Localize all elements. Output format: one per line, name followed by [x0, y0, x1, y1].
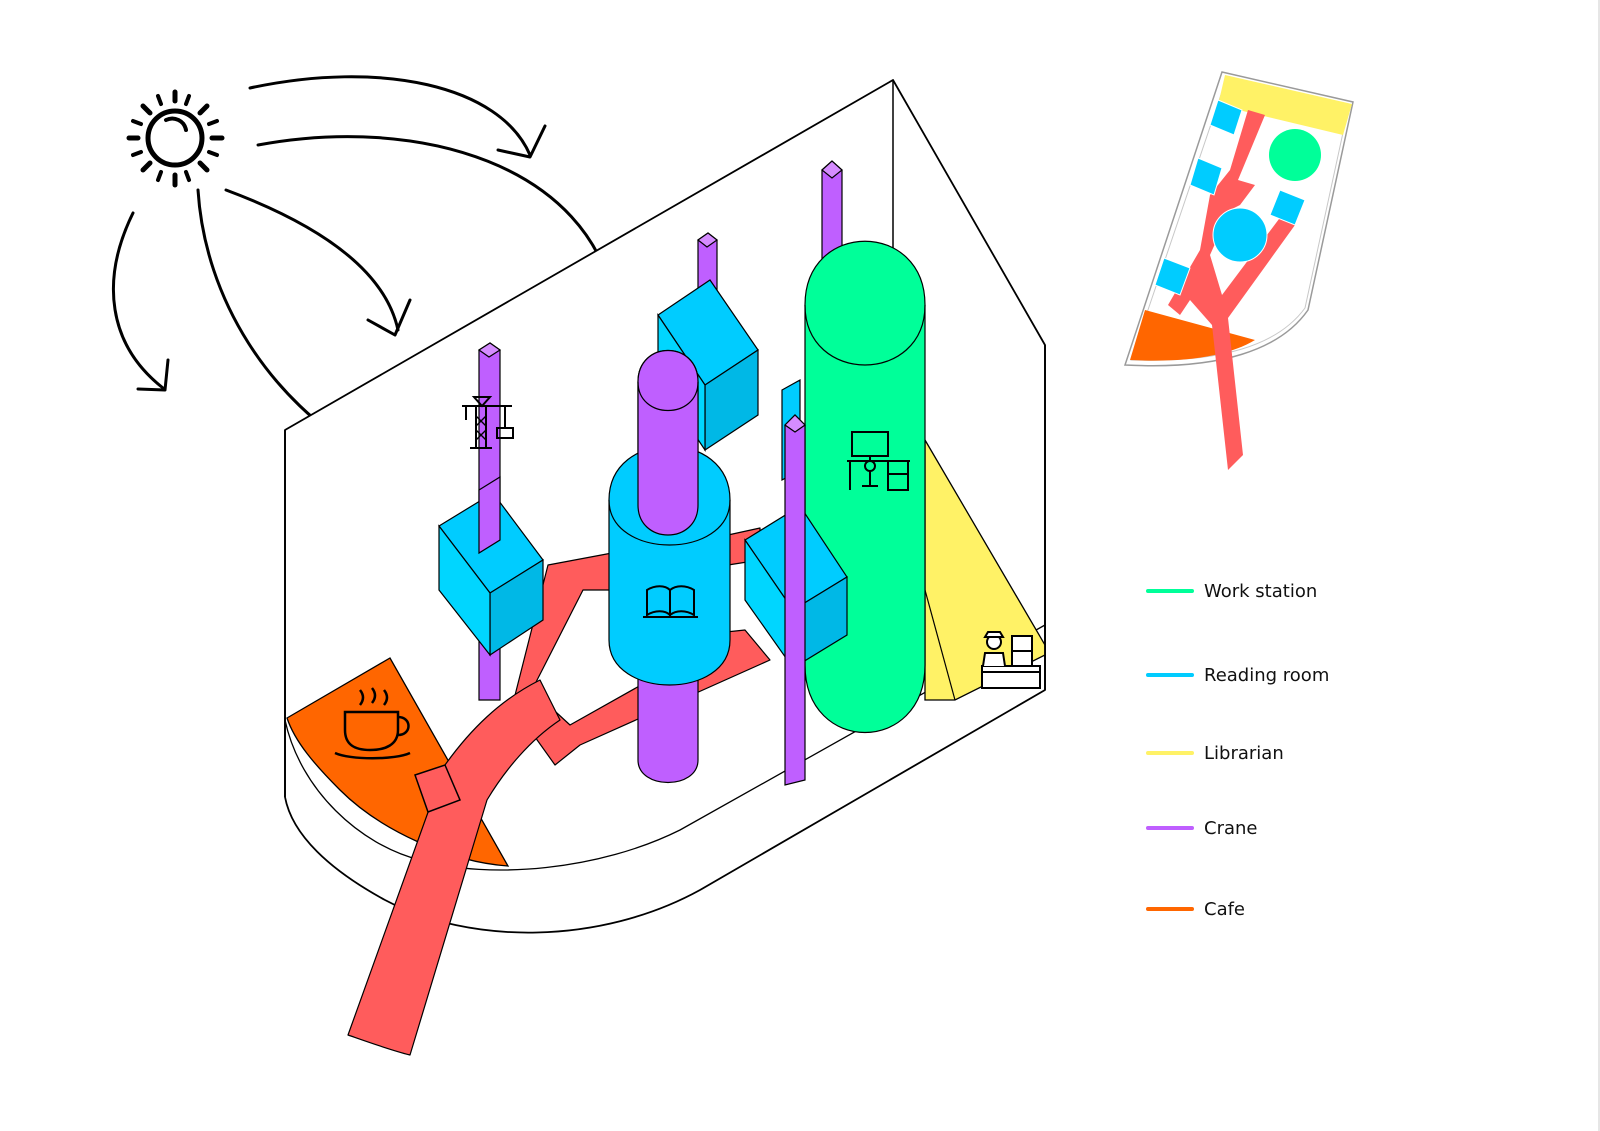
legend-item-crane: Crane [1146, 813, 1257, 843]
crane-column-front [784, 414, 806, 786]
coffee-cup-icon [334, 687, 411, 760]
legend-label: Librarian [1204, 742, 1284, 764]
plan-inset [1123, 71, 1354, 470]
legend-label: Reading room [1204, 664, 1330, 686]
desk-workstation-icon [847, 431, 910, 491]
open-book-icon [643, 585, 698, 618]
legend-label: Cafe [1204, 898, 1246, 920]
plan-work-station [1269, 129, 1321, 181]
sunlight-arrows [111, 75, 623, 472]
legend-item-reading-room: Reading room [1146, 660, 1329, 690]
legend-label: Crane [1204, 817, 1258, 839]
plan-path [1168, 110, 1295, 470]
entrance-path [347, 679, 561, 1056]
legend-item-librarian: Librarian [1146, 738, 1284, 768]
legend-item-work-station: Work station [1146, 576, 1317, 606]
librarian-desk-icon [981, 631, 1041, 689]
legend-swatch [1146, 589, 1194, 593]
sun-icon [126, 89, 225, 188]
construction-crane-icon [462, 396, 514, 449]
plan-librarian [1218, 75, 1352, 135]
crane-column-left-front [478, 475, 501, 555]
crane-cylinder-top [637, 349, 699, 536]
legend-swatch [1146, 673, 1194, 677]
legend-swatch [1146, 907, 1194, 911]
legend-label: Work station [1204, 580, 1318, 602]
legend-swatch [1146, 751, 1194, 755]
legend-item-cafe: Cafe [1146, 894, 1245, 924]
entrance-door [414, 764, 461, 813]
legend-swatch [1146, 826, 1194, 830]
frame-edge [1598, 0, 1600, 1131]
